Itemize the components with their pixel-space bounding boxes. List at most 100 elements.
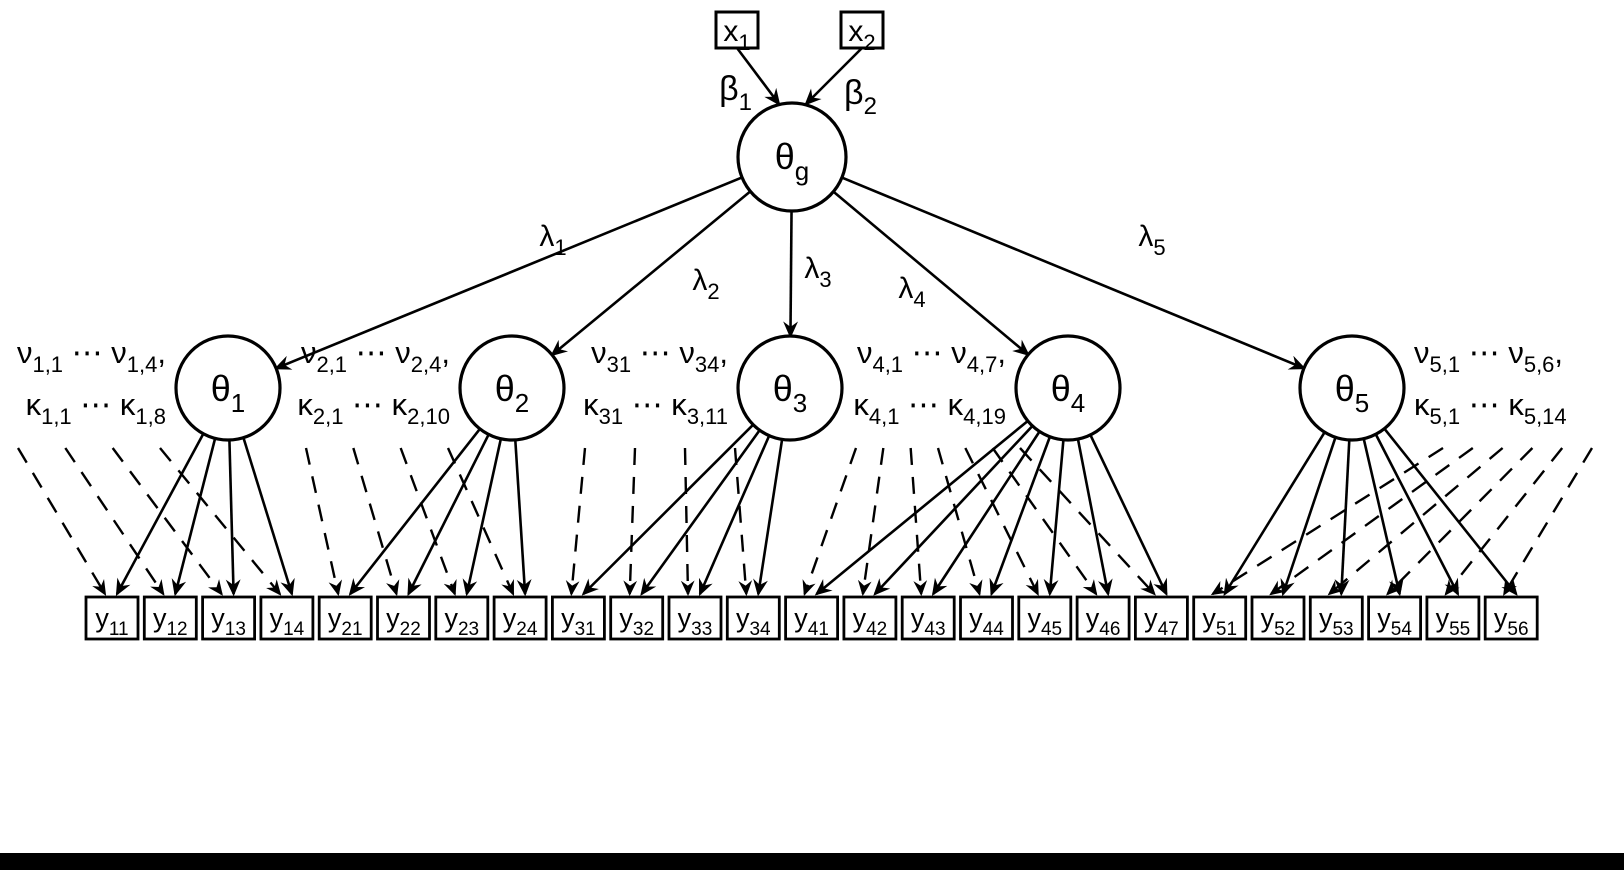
- indicator-box-y52: [1250, 595, 1306, 641]
- threshold-arrow-y34: [733, 447, 753, 597]
- indicator-label-y55: y55: [1436, 603, 1471, 640]
- lambda-path-5: [841, 176, 1307, 370]
- indicator-label-y41: y41: [794, 603, 829, 640]
- indicator-box-y42: [842, 595, 898, 641]
- nu-label-4: ν4,1 ⋯ ν4,7,: [857, 335, 1006, 377]
- indicator-box-y13: [201, 595, 257, 641]
- indicator-label-y21: y21: [328, 603, 363, 640]
- indicator-label-y11: y11: [95, 603, 128, 640]
- factor-label-3: θ3: [773, 368, 808, 418]
- indicator-box-y46: [1075, 595, 1131, 641]
- factor-label-2: θ2: [495, 368, 530, 418]
- loading-arrow-y23: [462, 438, 503, 597]
- indicator-label-y32: y32: [619, 603, 654, 640]
- loading-arrow-y21: [348, 428, 481, 596]
- lambda-path-1: [273, 176, 743, 370]
- threshold-arrow-y42: [857, 447, 885, 597]
- kappa-label-5: κ5,1 ⋯ κ5,14: [1414, 387, 1567, 429]
- indicator-box-y24: [492, 595, 548, 641]
- loading-arrow-y24: [514, 439, 532, 597]
- loading-arrow-y55: [1374, 433, 1460, 597]
- loading-arrow-y56: [1383, 427, 1518, 596]
- indicator-label-y14: y14: [270, 603, 305, 640]
- indicator-label-y51: y51: [1202, 603, 1237, 640]
- exogenous-label-1: x1: [723, 15, 750, 55]
- loading-arrow-y43: [931, 430, 1041, 596]
- lambda-path-3: [783, 210, 799, 339]
- threshold-arrow-y11: [16, 447, 107, 596]
- indicator-box-y14: [259, 595, 315, 641]
- kappa-label-2: κ2,1 ⋯ κ2,10: [297, 387, 450, 429]
- threshold-arrow-y46: [991, 447, 1098, 596]
- indicator-label-y47: y47: [1144, 603, 1179, 640]
- indicator-box-y43: [900, 595, 956, 641]
- indicator-label-y42: y42: [853, 603, 888, 640]
- indicator-label-y46: y46: [1086, 603, 1121, 640]
- indicator-label-y34: y34: [736, 603, 771, 640]
- indicator-box-y54: [1367, 595, 1422, 641]
- loading-arrow-y31: [581, 423, 755, 596]
- nu-label-5: ν5,1 ⋯ ν5,6,: [1414, 335, 1563, 377]
- global-factor-node: [736, 101, 848, 213]
- indicator-label-y53: y53: [1319, 603, 1354, 640]
- factor-label-5: θ5: [1335, 368, 1370, 418]
- kappa-label-4: κ4,1 ⋯ κ4,19: [853, 387, 1006, 429]
- loading-arrow-y34: [753, 439, 784, 597]
- indicator-label-y52: y52: [1261, 603, 1296, 640]
- loading-arrow-y44: [989, 436, 1052, 597]
- exogenous-label-2: x2: [848, 15, 875, 55]
- threshold-arrow-y14: [159, 447, 282, 596]
- threshold-arrow-y47: [1019, 447, 1156, 596]
- indicator-box-y41: [784, 595, 839, 641]
- indicator-label-y33: y33: [678, 603, 713, 640]
- indicator-box-y12: [142, 595, 198, 641]
- lambda-label-3: λ3: [804, 252, 831, 292]
- indicator-label-y24: y24: [503, 603, 538, 640]
- threshold-arrow-y13: [111, 447, 223, 596]
- indicator-box-y45: [1017, 595, 1073, 641]
- indicator-box-y44: [959, 595, 1014, 641]
- indicator-box-y47: [1134, 595, 1189, 641]
- indicator-label-y45: y45: [1027, 603, 1062, 640]
- threshold-arrow-y12: [64, 447, 165, 596]
- indicator-box-y34: [725, 595, 781, 641]
- kappa-label-3: κ31 ⋯ κ3,11: [583, 387, 728, 429]
- indicator-label-y22: y22: [386, 603, 421, 640]
- threshold-arrow-y24: [446, 447, 515, 596]
- bottom-black-bar: [0, 853, 1624, 870]
- threshold-arrow-y31: [565, 447, 587, 597]
- threshold-arrow-y56: [1503, 447, 1594, 596]
- threshold-arrow-y53: [1327, 447, 1504, 596]
- threshold-arrow-y33: [680, 447, 695, 597]
- loading-arrow-y45: [1043, 439, 1065, 597]
- threshold-arrow-y23: [399, 447, 457, 597]
- indicator-label-y44: y44: [969, 603, 1004, 640]
- nu-label-3: ν31 ⋯ ν34,: [591, 335, 728, 377]
- loading-arrow-y13: [225, 439, 241, 597]
- indicator-label-y54: y54: [1377, 603, 1412, 640]
- lambda-label-2: λ2: [692, 264, 719, 304]
- factor-node-3: [736, 334, 844, 442]
- factor-label-1: θ1: [211, 368, 246, 418]
- beta-path-1: [735, 47, 781, 106]
- threshold-arrow-y44: [936, 447, 983, 597]
- threshold-arrow-y45: [964, 447, 1039, 596]
- loading-arrow-y12: [171, 438, 217, 597]
- indicator-box-y33: [667, 595, 723, 641]
- lambda-label-5: λ5: [1138, 220, 1165, 260]
- indicator-label-y13: y13: [211, 603, 246, 640]
- global-factor-label: θg: [775, 136, 810, 186]
- nu-label-1: ν1,1 ⋯ ν1,4,: [17, 335, 166, 377]
- factor-node-1: [174, 334, 282, 442]
- nu-label-2: ν2,1 ⋯ ν2,4,: [301, 335, 450, 377]
- kappa-label-1: κ1,1 ⋯ κ1,8: [26, 387, 166, 429]
- indicator-box-y53: [1308, 595, 1364, 641]
- indicator-box-y11: [84, 595, 140, 641]
- threshold-arrow-y54: [1386, 447, 1534, 596]
- lambda-path-2: [550, 190, 752, 357]
- threshold-arrow-y55: [1444, 447, 1564, 596]
- loading-arrow-y46: [1076, 438, 1113, 597]
- threshold-arrow-y22: [352, 447, 400, 597]
- indicator-label-y23: y23: [444, 603, 479, 640]
